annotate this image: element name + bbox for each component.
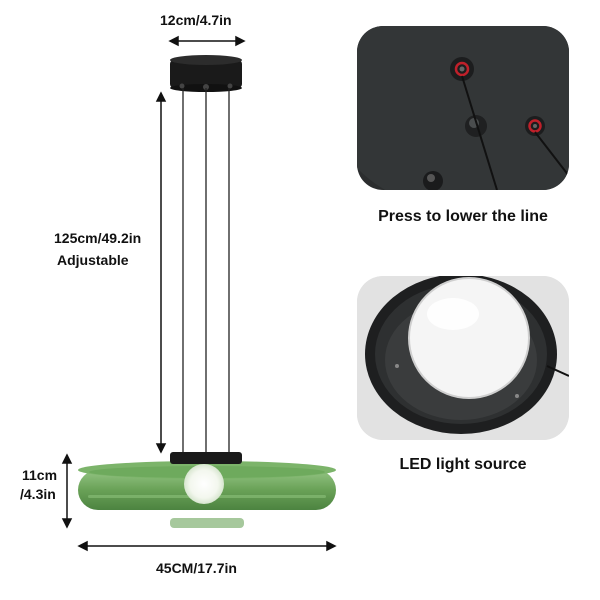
release-button-icon [454, 61, 470, 77]
button-caption: Press to lower the line [378, 208, 548, 225]
cable-length-label: 125cm/49.2in [54, 230, 142, 246]
led-caption: LED light source [399, 456, 527, 473]
canopy-width-arrow [168, 35, 246, 47]
shade-height-arrow [61, 453, 73, 529]
bulb-glow [184, 464, 224, 504]
shade-diameter-label: 45CM/17.7in [156, 560, 237, 576]
canopy-button-detail-photo [357, 26, 569, 190]
shade-width-arrow [77, 540, 337, 552]
green-glass-shade [78, 452, 336, 528]
cable-adjustable-label: Adjustable [57, 252, 129, 268]
release-button-icon-2 [528, 119, 542, 133]
canopy-diameter-label: 12cm/4.7in [160, 12, 232, 28]
shade-height-label-line1: 11cm [22, 467, 58, 483]
ceiling-canopy [170, 55, 242, 92]
led-source-detail-photo [357, 276, 569, 440]
shade-height-label-line2: /4.3in [20, 486, 56, 502]
suspension-cables [182, 88, 230, 452]
cable-length-arrow [155, 91, 167, 454]
